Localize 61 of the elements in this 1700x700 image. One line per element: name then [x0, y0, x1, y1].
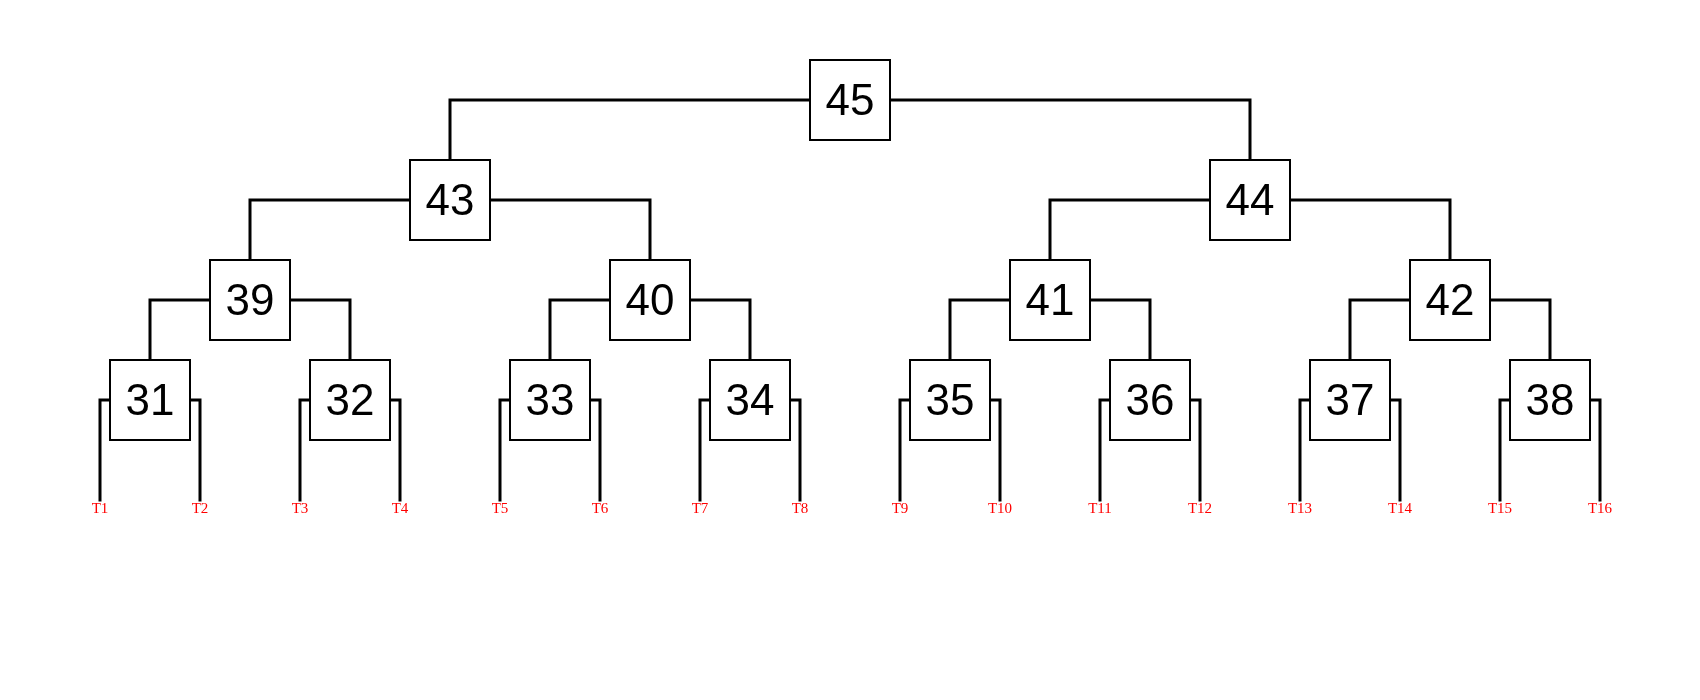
- terminal-label: T6: [591, 500, 609, 517]
- terminal-label: T13: [1287, 500, 1313, 517]
- terminal-label: T7: [691, 500, 709, 517]
- connector-line: [148, 298, 211, 361]
- tree-node: [509, 359, 591, 441]
- node-number: 32: [325, 377, 375, 423]
- tree-node: [209, 259, 291, 341]
- connector-line: [248, 198, 411, 261]
- node-number: 38: [1525, 377, 1575, 423]
- connector-line: [298, 398, 311, 502]
- node-number: 44: [1225, 177, 1275, 223]
- connector-line: [1298, 398, 1311, 502]
- terminal-label: T8: [791, 500, 809, 517]
- connector-line: [448, 98, 811, 161]
- tree-node: [909, 359, 991, 441]
- terminal-label: T2: [191, 500, 209, 517]
- terminal-label: T12: [1187, 500, 1213, 517]
- terminal-label: T15: [1487, 500, 1513, 517]
- node-number: 34: [725, 377, 775, 423]
- connector-line: [1498, 398, 1511, 502]
- connector-line: [498, 398, 511, 502]
- terminal-label: T14: [1387, 500, 1413, 517]
- tree-node: [1109, 359, 1191, 441]
- tree-node: [809, 59, 891, 141]
- connector-line: [548, 298, 611, 361]
- terminal-label: T1: [91, 500, 109, 517]
- terminal-label: T11: [1088, 500, 1112, 517]
- terminal-label: T3: [291, 500, 309, 517]
- terminal-label: T10: [987, 500, 1013, 517]
- connector-line: [1098, 398, 1111, 502]
- connector-line: [1348, 298, 1411, 361]
- node-number: 35: [925, 377, 975, 423]
- tree-node: [309, 359, 391, 441]
- tree-node: [409, 159, 491, 241]
- connector-line: [98, 398, 111, 502]
- tree-node: [1009, 259, 1091, 341]
- node-number: 42: [1425, 277, 1475, 323]
- tree-node: [1209, 159, 1291, 241]
- connector-line: [898, 398, 911, 502]
- node-number: 37: [1325, 377, 1375, 423]
- tree-node: [609, 259, 691, 341]
- node-number: 40: [625, 277, 675, 323]
- terminal-label: T16: [1587, 500, 1613, 517]
- terminal-label: T5: [491, 500, 509, 517]
- tree-node: [709, 359, 791, 441]
- node-number: 45: [825, 77, 875, 123]
- node-number: 36: [1125, 377, 1175, 423]
- node-number: 43: [425, 177, 475, 223]
- terminal-label: T4: [391, 500, 409, 517]
- connector-line: [1048, 198, 1211, 261]
- tree-node: [1409, 259, 1491, 341]
- node-number: 31: [125, 377, 175, 423]
- terminal-label: T9: [891, 500, 909, 517]
- connector-line: [948, 298, 1011, 361]
- node-number: 41: [1025, 277, 1075, 323]
- tree-node: [1509, 359, 1591, 441]
- tree-node: [1309, 359, 1391, 441]
- node-number: 39: [225, 277, 275, 323]
- node-number: 33: [525, 377, 575, 423]
- tree-node: [109, 359, 191, 441]
- connector-line: [698, 398, 711, 502]
